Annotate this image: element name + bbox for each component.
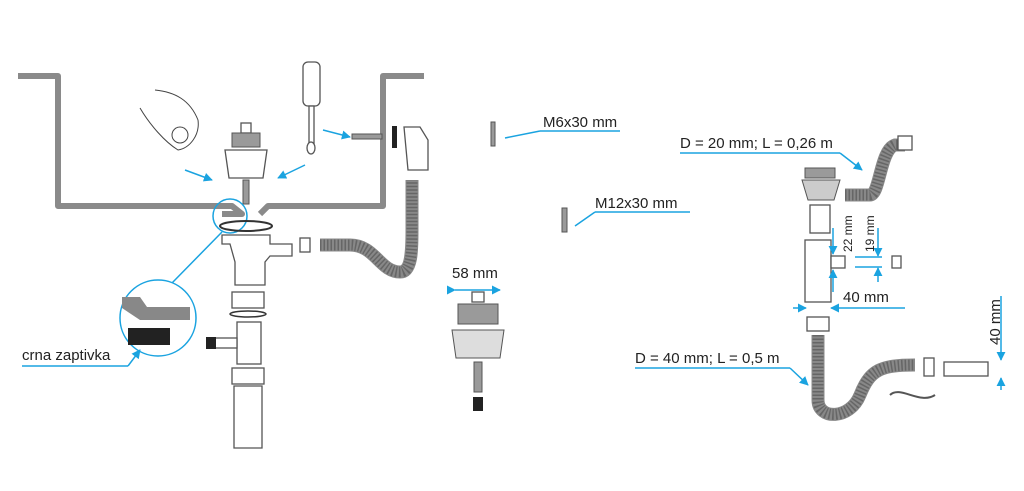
screw-m6-label: M6x30 mm (543, 114, 617, 131)
detail-circle-large (119, 279, 197, 357)
screwdriver-icon (302, 61, 321, 155)
drain-body (206, 220, 293, 449)
arrow (277, 164, 306, 179)
seal-label: crna zaptivka (22, 347, 111, 364)
sink-basin (18, 73, 424, 217)
dim-40-vertical-label: 40 mm (987, 299, 1004, 345)
strainer-assembly (451, 291, 505, 411)
screw-m12-label: M12x30 mm (595, 195, 678, 212)
overflow-gasket (392, 126, 397, 148)
detail-circle-small (212, 198, 248, 234)
screw-m6 (490, 121, 496, 147)
drain-hose-label: D = 40 mm; L = 0,5 m (635, 350, 780, 367)
strainer-basket (224, 122, 268, 205)
screw-m12 (561, 207, 568, 233)
arrow (322, 129, 351, 140)
overflow-screw (351, 133, 383, 140)
arrow (184, 169, 213, 182)
right-drain-assembly (801, 167, 989, 421)
leader-line (504, 130, 541, 139)
dim-19-label: 19 mm (863, 215, 877, 252)
dim-40-horizontal-label: 40 mm (843, 289, 889, 306)
overflow-hose-label: D = 20 mm; L = 0,26 m (680, 135, 833, 152)
overflow-hose (320, 180, 419, 279)
dim-22-label: 22 mm (841, 215, 855, 252)
overflow-cover (403, 126, 429, 171)
strainer-diameter-label: 58 mm (452, 265, 498, 282)
hand-icon (139, 89, 199, 151)
